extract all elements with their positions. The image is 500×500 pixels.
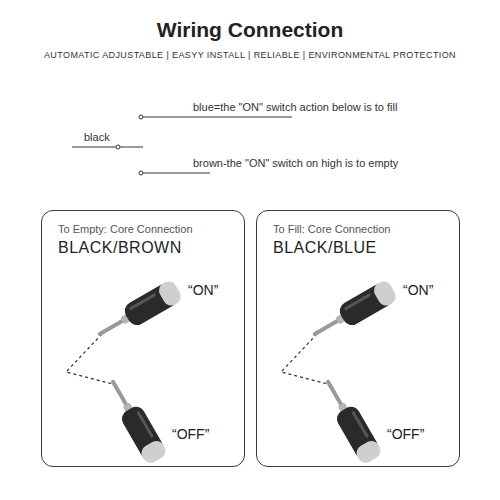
wire-black [72, 145, 143, 149]
float-switch-pair [66, 279, 184, 466]
switch-state: “OFF” [387, 426, 424, 442]
wire-brown [139, 171, 210, 175]
connection-panel: To Fill: Core ConnectionBLACK/BLUE [256, 210, 460, 467]
wire-label: brown-the "ON" switch on high is to empt… [193, 157, 398, 169]
subtitle: AUTOMATIC ADJUSTABLE | EASYY INSTALL | R… [44, 50, 456, 60]
float-switch-pair [281, 279, 399, 466]
switch-state: “ON” [403, 282, 433, 298]
switch-state: “ON” [188, 282, 218, 298]
switch-state: “OFF” [172, 426, 209, 442]
core-connection: BLACK/BROWN [58, 239, 228, 257]
panel-heading: To Fill: Core Connection [273, 223, 443, 235]
title: Wiring Connection [0, 18, 500, 42]
panel-heading: To Empty: Core Connection [58, 223, 228, 235]
wire-label: blue=the "ON" switch action below is to … [193, 101, 397, 113]
connection-panel: To Empty: Core ConnectionBLACK/BROWN [41, 210, 245, 467]
wire-blue [139, 115, 292, 119]
core-connection: BLACK/BLUE [273, 239, 443, 257]
wire-label: black [84, 131, 110, 143]
